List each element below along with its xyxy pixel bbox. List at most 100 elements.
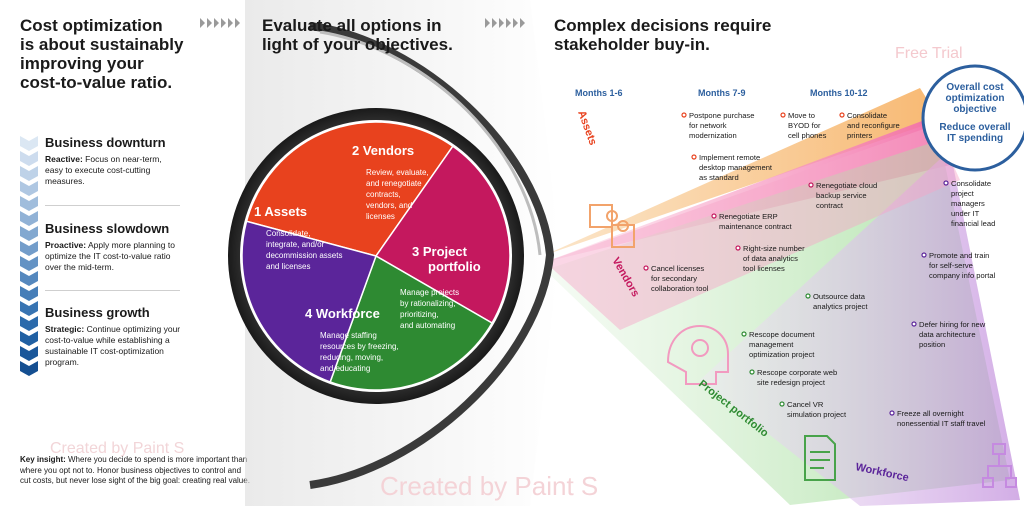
level-chevron-strip: [20, 136, 38, 376]
svg-text:IT spending: IT spending: [947, 133, 1003, 144]
action-line: as standard: [699, 173, 739, 182]
action-line: data architecture: [919, 330, 976, 339]
wedge-desc-line: vendors, and: [366, 201, 412, 210]
action-line: site redesign project: [757, 378, 826, 387]
wedge-title: 1 Assets: [254, 204, 307, 219]
svg-text:objective: objective: [953, 104, 997, 115]
divider: [45, 290, 180, 291]
action-bullet: [711, 213, 717, 219]
chevron-step: [20, 241, 38, 256]
chevron-step: [20, 271, 38, 286]
chevron-step: [20, 196, 38, 211]
action-bullet: [889, 410, 895, 416]
head-gear-icon: [666, 324, 729, 385]
action-line: management: [749, 340, 794, 349]
wedge-title: 4 Workforce: [305, 306, 380, 321]
action-bullet: [921, 252, 927, 258]
svg-text:Overall cost: Overall cost: [946, 82, 1004, 93]
pie-wedge-workforce: [241, 220, 377, 383]
action-line: Consolidate: [951, 179, 991, 188]
wedge-desc-line: contracts,: [366, 190, 401, 199]
action-line: tool licenses: [743, 264, 785, 273]
wedge-desc-line: resources by freezing,: [320, 342, 399, 351]
action-bullet: [911, 321, 917, 327]
wedge-title: 3 Project: [412, 244, 468, 259]
action-line: Move to: [788, 111, 815, 120]
puzzle-icon: [589, 204, 635, 248]
wedge-desc-line: by rationalizing,: [400, 299, 456, 308]
action-line: contract: [816, 201, 844, 210]
action-line: Defer hiring for new: [919, 320, 986, 329]
action-line: Postpone purchase: [689, 111, 754, 120]
wedge-desc-line: Consolidate,: [266, 229, 310, 238]
middle-headline: Evaluate all options in light of your ob…: [262, 16, 453, 54]
watermark-free-trial: Free Trial: [895, 45, 963, 62]
action-line: for self-serve: [929, 261, 973, 270]
wedge-desc-line: prioritizing,: [400, 310, 439, 319]
wedge-desc-line: and renegotiate: [366, 179, 422, 188]
action-line: Cancel licenses: [651, 264, 704, 273]
action-line: under IT: [951, 209, 980, 218]
chevron-step: [20, 166, 38, 181]
month-label: Months 1-6: [575, 88, 623, 98]
action-line: Renegotiate cloud: [816, 181, 877, 190]
wedge-title: 2 Vendors: [352, 143, 414, 158]
level-title: Business downturn: [45, 135, 166, 150]
month-label: Months 7-9: [698, 88, 746, 98]
action-line: simulation project: [787, 410, 847, 419]
chevron-step: [20, 286, 38, 301]
chevron-step: [20, 136, 38, 151]
right-headline: Complex decisions require stakeholder bu…: [554, 16, 772, 54]
org-chart-icon: [982, 443, 1017, 488]
watermark-small: Created by Paint S: [50, 440, 185, 457]
chevron-step: [20, 226, 38, 241]
svg-text:optimization: optimization: [946, 93, 1005, 104]
action-line: for secondary: [651, 274, 697, 283]
pie-wedge-assets: [245, 121, 454, 257]
wedge-desc-line: licenses: [366, 212, 395, 221]
action-line: managers: [951, 199, 985, 208]
wedge-desc-line: and educating: [320, 364, 370, 373]
wedge-desc-line: integrate, and/or: [266, 240, 325, 249]
wedge-desc-line: Manage projects: [400, 288, 459, 297]
wedge-desc-line: and automating: [400, 321, 455, 330]
chevron-step: [20, 331, 38, 346]
action-line: BYOD for: [788, 121, 821, 130]
chevron-step: [20, 151, 38, 166]
level-growth: Business growth Strategic: Continue opti…: [45, 305, 235, 368]
action-line: backup service: [816, 191, 867, 200]
level-title: Business growth: [45, 305, 150, 320]
action-bullet: [780, 112, 786, 118]
action-bullet: [839, 112, 845, 118]
action-bullet: [735, 245, 741, 251]
action-line: Rescope document: [749, 330, 815, 339]
document-icon: [804, 435, 836, 481]
action-line: Consolidate: [847, 111, 887, 120]
divider: [45, 205, 180, 206]
level-title: Business slowdown: [45, 221, 170, 236]
wedge-title-2: portfolio: [428, 259, 481, 274]
action-line: desktop management: [699, 163, 773, 172]
wedge-desc-line: and licenses: [266, 262, 310, 271]
wedge-desc-line: Manage staffing: [320, 331, 377, 340]
level-slowdown: Business slowdown Proactive: Apply more …: [45, 221, 235, 273]
watermark-big: Created by Paint S: [380, 471, 598, 501]
action-line: and reconfigure: [847, 121, 900, 130]
action-bullet: [749, 369, 755, 375]
action-bullet: [808, 182, 814, 188]
action-bullet: [943, 180, 949, 186]
action-line: for network: [689, 121, 727, 130]
chevron-step: [20, 256, 38, 271]
action-line: modernization: [689, 131, 737, 140]
